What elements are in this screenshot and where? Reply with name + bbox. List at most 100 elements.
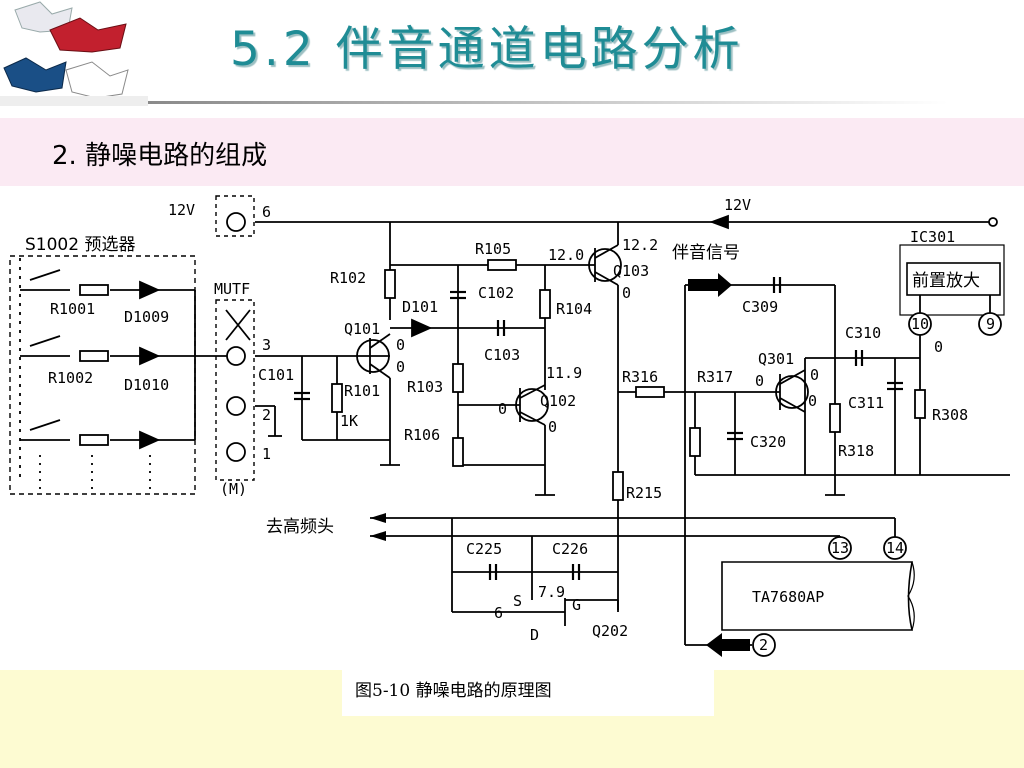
label-q301-base: 0 xyxy=(755,372,764,390)
label-q202-six: 6 xyxy=(494,604,503,622)
label-q103: Q103 xyxy=(613,262,649,280)
pin2-arrow-icon xyxy=(706,633,750,657)
label-q202-s-voltage: 7.9 xyxy=(538,583,565,601)
label-12v-left: 12V xyxy=(168,201,195,219)
label-c102: C102 xyxy=(478,284,514,302)
subtitle-band xyxy=(0,118,1024,186)
transistor-q103-icon xyxy=(588,248,622,282)
label-q202-s: S xyxy=(513,592,522,610)
resistor-r1002 xyxy=(79,350,109,362)
label-sound-signal: 伴音信号 xyxy=(672,243,740,263)
label-r106: R106 xyxy=(404,426,440,444)
resistor-r308 xyxy=(914,389,926,419)
label-pin2: 2 xyxy=(262,406,271,424)
resistor-r1003 xyxy=(79,434,109,446)
arrow-to-tuner-2-icon xyxy=(370,531,386,541)
label-q102: Q102 xyxy=(540,392,576,410)
label-q202-g: G xyxy=(572,596,581,614)
pin-13-icon xyxy=(828,536,852,560)
stars-logo xyxy=(0,1,148,106)
label-c103: C103 xyxy=(484,346,520,364)
label-c309: C309 xyxy=(742,298,778,316)
transistor-q102-icon xyxy=(515,388,549,422)
label-r101-value: 1K xyxy=(340,412,358,430)
label-c101: C101 xyxy=(258,366,294,384)
label-pin14: 14 xyxy=(886,539,904,557)
mute-circuit-diagram: 12V 6 12V S1002 预选器 MUTF 3 2 1 (M) R1001… xyxy=(0,186,1024,670)
label-mutf: MUTF xyxy=(214,280,250,298)
label-12v-right: 12V xyxy=(724,196,751,214)
label-q102-emitter: 0 xyxy=(548,418,557,436)
resistor-r317 xyxy=(689,427,701,457)
label-q102-base: 0 xyxy=(498,400,507,418)
label-d101: D101 xyxy=(402,298,438,316)
label-r104: R104 xyxy=(556,300,592,318)
led-d1010-icon xyxy=(139,346,161,366)
label-r102: R102 xyxy=(330,269,366,287)
label-r317: R317 xyxy=(697,368,733,386)
resistor-r103 xyxy=(452,363,464,393)
slide-subtitle: 2. 静噪电路的组成 xyxy=(52,141,268,171)
label-r103: R103 xyxy=(407,378,443,396)
label-r1002: R1002 xyxy=(48,369,93,387)
label-q103-vc: 12.2 xyxy=(622,236,658,254)
label-r318: R318 xyxy=(838,442,874,460)
label-pin2-ta: 2 xyxy=(759,636,768,654)
terminal-3-icon xyxy=(226,346,246,366)
label-c226: C226 xyxy=(552,540,588,558)
label-to-tuner: 去高频头 xyxy=(266,517,334,537)
resistor-r102 xyxy=(384,269,396,299)
label-q101: Q101 xyxy=(344,320,380,338)
label-r101: R101 xyxy=(344,382,380,400)
diode-d101-icon xyxy=(411,318,433,338)
resistor-r104 xyxy=(539,289,551,319)
label-s1002: S1002 预选器 xyxy=(25,235,135,255)
label-q301-emitter: 0 xyxy=(808,392,817,410)
pin-9-icon xyxy=(978,312,1002,336)
terminal-6-icon xyxy=(226,212,246,232)
label-pin1: 1 xyxy=(262,445,271,463)
pin-14-icon xyxy=(883,536,907,560)
sound-signal-arrow-icon xyxy=(688,273,732,297)
led-d1011-icon xyxy=(139,430,161,450)
label-c310: C310 xyxy=(845,324,881,342)
circuit-labels: 12V 6 12V S1002 预选器 MUTF 3 2 1 (M) R1001… xyxy=(25,196,995,654)
label-d1010: D1010 xyxy=(124,376,169,394)
figure-caption: 图5-10 静噪电路的原理图 xyxy=(355,681,552,701)
title-band xyxy=(0,0,1024,118)
arrow-to-tuner-1-icon xyxy=(370,513,386,523)
slide-title: 5.2 伴音通道电路分析 xyxy=(230,22,744,77)
resistor-r316 xyxy=(635,386,665,398)
label-q202: Q202 xyxy=(592,622,628,640)
terminal-2-icon xyxy=(226,396,246,416)
label-r1001: R1001 xyxy=(50,300,95,318)
terminal-1-icon xyxy=(226,442,246,462)
label-q301-collector: 0 xyxy=(810,366,819,384)
components xyxy=(79,212,1002,657)
led-d1009-icon xyxy=(139,280,161,300)
label-q301: Q301 xyxy=(758,350,794,368)
label-q103-o: 0 xyxy=(622,284,631,302)
label-preamp: 前置放大 xyxy=(912,271,980,291)
label-pin6: 6 xyxy=(262,203,271,221)
resistor-r105 xyxy=(487,259,517,271)
capacitors xyxy=(294,277,903,580)
wires xyxy=(9,195,1010,646)
label-r215: R215 xyxy=(626,484,662,502)
transistor-q301-icon xyxy=(775,375,809,409)
label-c225: C225 xyxy=(466,540,502,558)
label-r308: R308 xyxy=(932,406,968,424)
resistor-r318 xyxy=(829,403,841,433)
label-q202-d: D xyxy=(530,626,539,644)
transistor-q101-icon xyxy=(356,339,390,373)
label-r316: R316 xyxy=(622,368,658,386)
label-pin13: 13 xyxy=(831,539,849,557)
label-ic-o: 0 xyxy=(934,338,943,356)
resistor-r215 xyxy=(612,471,624,501)
caption-box xyxy=(342,670,714,716)
label-q101-o2: 0 xyxy=(396,358,405,376)
pin-10-icon xyxy=(908,312,932,336)
label-pin10: 10 xyxy=(911,315,929,333)
label-c320: C320 xyxy=(750,433,786,451)
label-ta7680ap: TA7680AP xyxy=(752,588,824,606)
